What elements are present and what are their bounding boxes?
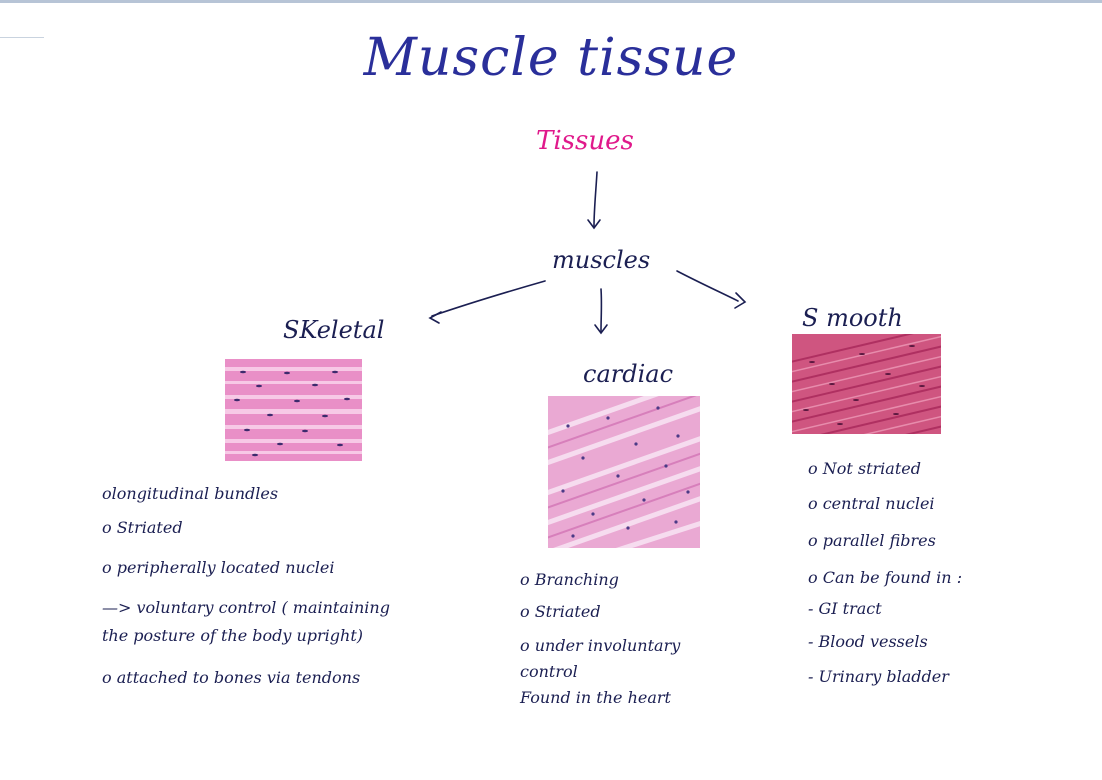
smooth-tissue-image — [792, 334, 941, 434]
note-item: o parallel fibres — [808, 527, 962, 554]
note-item: - Blood vessels — [808, 628, 962, 655]
note-item: —> voluntary control ( maintaining — [102, 594, 390, 622]
note-item: olongitudinal bundles — [102, 480, 390, 508]
branch-title-skeletal: SKeletal — [283, 316, 384, 344]
cardiac-tissue-image — [548, 396, 700, 548]
note-item: o Striated — [102, 514, 390, 542]
arrow-muscles-to-smooth — [677, 271, 738, 301]
note-item: - Urinary bladder — [808, 663, 962, 690]
note-item: Found in the heart — [520, 685, 680, 711]
arrow-muscles-to-skeletal — [432, 281, 545, 316]
note-item: - GI tract — [808, 595, 962, 622]
smooth-notes: o Not striated o central nuclei o parall… — [808, 455, 962, 690]
note-item: o under involuntary — [520, 633, 680, 659]
note-item: o Striated — [520, 599, 680, 625]
cardiac-notes: o Branching o Striated o under involunta… — [520, 567, 680, 711]
note-item: control — [520, 659, 680, 685]
skeletal-notes: olongitudinal bundles o Striated o perip… — [102, 480, 390, 692]
note-item: o Can be found in : — [808, 564, 962, 591]
branch-title-cardiac: cardiac — [583, 360, 673, 388]
skeletal-tissue-image — [225, 359, 362, 461]
note-item: o Not striated — [808, 455, 962, 482]
arrow-tissues-to-muscles — [594, 172, 597, 226]
note-item: o central nuclei — [808, 490, 962, 517]
note-item: o peripherally located nuclei — [102, 554, 390, 582]
note-item: the posture of the body upright) — [102, 622, 390, 650]
branch-title-smooth: S mooth — [802, 304, 903, 332]
note-item: o Branching — [520, 567, 680, 593]
note-item: o attached to bones via tendons — [102, 664, 390, 692]
